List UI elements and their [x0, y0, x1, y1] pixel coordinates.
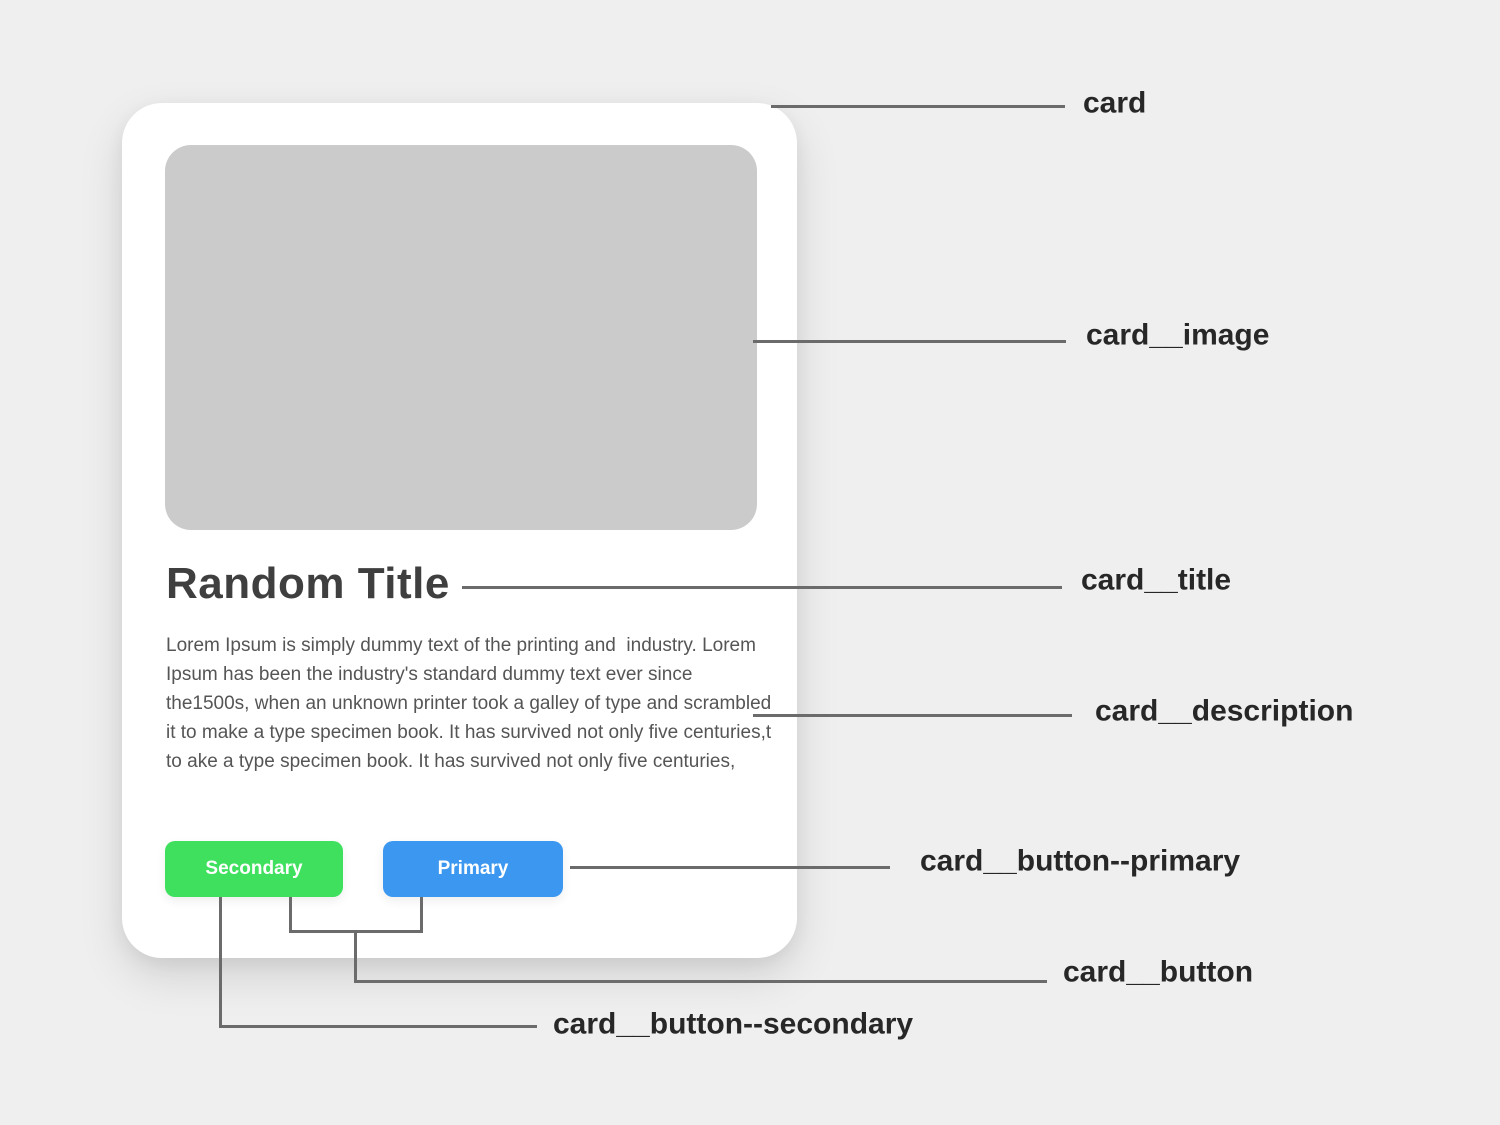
annotation-line-card-button-bracket-right: [420, 897, 423, 933]
card-image-placeholder: [165, 145, 757, 530]
card-title: Random Title: [166, 559, 450, 608]
annotation-line-card-button-secondary: [219, 1025, 537, 1028]
annotation-label-card-button-secondary: card__button--secondary: [553, 1007, 914, 1041]
annotation-label-card-description: card__description: [1095, 694, 1354, 728]
card-button-row: Secondary Primary: [165, 841, 563, 897]
annotation-label-card: card: [1083, 86, 1147, 120]
annotation-label-card-title: card__title: [1081, 563, 1232, 597]
annotation-line-card-button-bracket-left: [289, 897, 292, 933]
annotation-line-card-image: [753, 340, 1066, 343]
annotation-line-card-button: [354, 980, 1047, 983]
annotation-line-card-button-primary: [570, 866, 890, 869]
secondary-button[interactable]: Secondary: [165, 841, 343, 897]
annotation-label-card-image: card__image: [1086, 318, 1270, 352]
primary-button[interactable]: Primary: [383, 841, 563, 897]
annotation-line-card-description: [753, 714, 1072, 717]
card: Random Title Lorem Ipsum is simply dummy…: [122, 103, 797, 958]
annotation-line-card: [771, 105, 1065, 108]
annotation-line-card-button-stem: [354, 930, 357, 983]
annotation-label-card-button: card__button: [1063, 955, 1254, 989]
annotation-line-card-title: [462, 586, 1062, 589]
annotation-label-card-button-primary: card__button--primary: [920, 844, 1241, 878]
annotation-line-card-button-secondary-stem: [219, 897, 222, 1028]
card-description: Lorem Ipsum is simply dummy text of the …: [166, 635, 777, 772]
